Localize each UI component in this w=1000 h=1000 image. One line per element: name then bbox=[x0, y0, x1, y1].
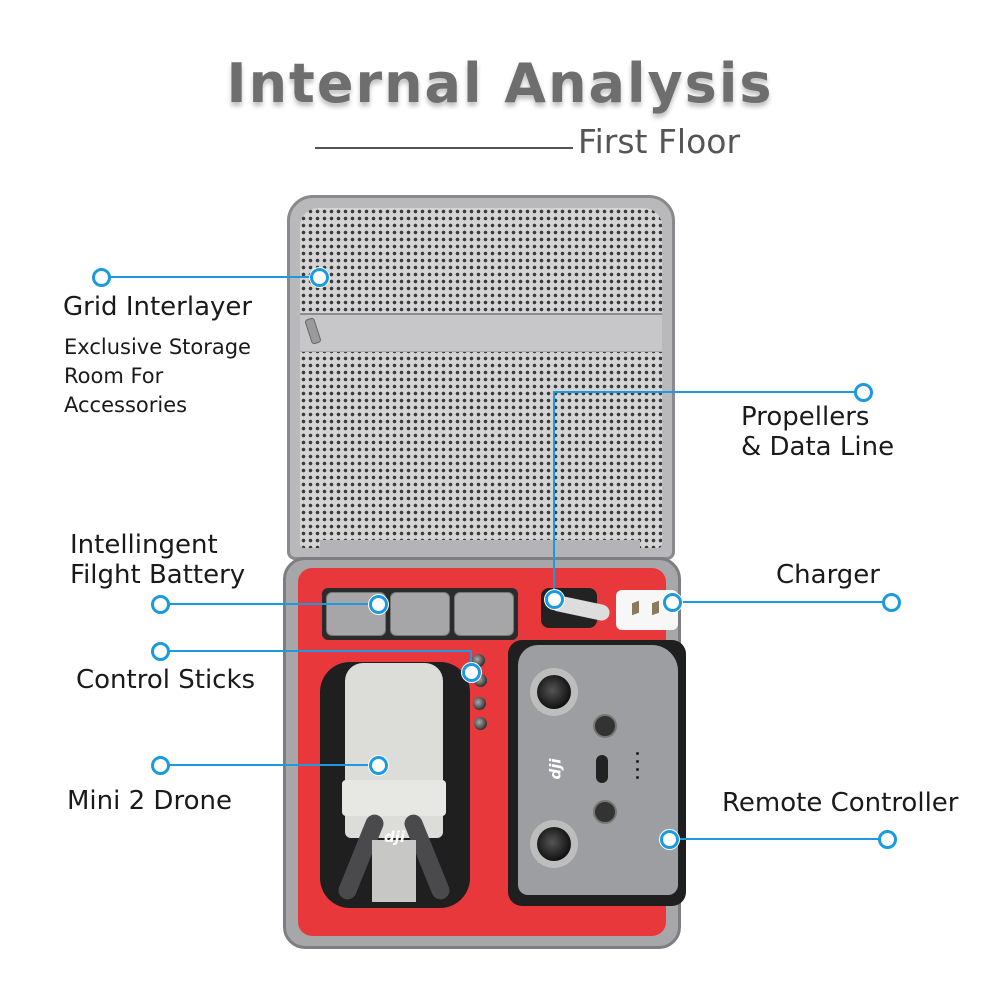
charger-prong bbox=[632, 600, 639, 616]
label-battery: Intellingent Filght Battery bbox=[70, 530, 245, 590]
label-line: Propellers bbox=[741, 402, 870, 432]
label-line: Filght Battery bbox=[70, 560, 246, 590]
page-subtitle: First Floor bbox=[578, 122, 741, 161]
label-line: & Data Line bbox=[741, 432, 895, 462]
callout-end-dot-icon bbox=[310, 268, 329, 287]
callout-line bbox=[668, 838, 886, 840]
remote-button-icon bbox=[593, 800, 617, 824]
drone-logo: dji bbox=[384, 828, 406, 846]
case-hinge bbox=[320, 540, 640, 558]
label-line: Intellingent bbox=[70, 530, 218, 560]
callout-end-dot-icon bbox=[462, 663, 481, 682]
callout-start-dot-icon bbox=[878, 830, 897, 849]
label-control-sticks: Control Sticks bbox=[76, 665, 256, 695]
remote-led bbox=[636, 776, 639, 779]
callout-start-dot-icon bbox=[151, 642, 170, 661]
label-charger: Charger bbox=[776, 560, 880, 590]
callout-line bbox=[553, 391, 555, 598]
remote-button-icon bbox=[593, 714, 617, 738]
callout-line bbox=[160, 603, 378, 605]
remote-switch-icon bbox=[596, 755, 608, 783]
remote-stick-icon bbox=[537, 675, 571, 709]
callout-line bbox=[670, 601, 890, 603]
callout-start-dot-icon bbox=[854, 383, 873, 402]
desc-grid-interlayer: Exclusive Storage Room For Accessories bbox=[64, 333, 251, 420]
zipper-band bbox=[300, 313, 662, 352]
subtitle-rule bbox=[315, 147, 573, 149]
remote-led bbox=[636, 768, 639, 771]
page-title: Internal Analysis bbox=[226, 52, 774, 115]
callout-end-dot-icon bbox=[545, 590, 564, 609]
label-remote: Remote Controller bbox=[722, 788, 959, 818]
remote-led bbox=[636, 752, 639, 755]
drone-tail bbox=[372, 840, 416, 902]
callout-start-dot-icon bbox=[92, 268, 111, 287]
battery-icon bbox=[390, 592, 450, 636]
callout-end-dot-icon bbox=[660, 830, 679, 849]
battery-icon bbox=[454, 592, 514, 636]
remote-led bbox=[636, 760, 639, 763]
mesh-pocket bbox=[300, 208, 662, 548]
charger-prong bbox=[652, 600, 659, 616]
desc-line: Exclusive Storage bbox=[64, 335, 251, 359]
callout-line bbox=[106, 276, 318, 278]
label-drone: Mini 2 Drone bbox=[67, 786, 232, 816]
remote-logo: dji bbox=[546, 758, 565, 780]
callout-line bbox=[470, 650, 472, 670]
desc-line: Room For bbox=[64, 364, 164, 388]
callout-start-dot-icon bbox=[151, 756, 170, 775]
label-propellers: Propellers & Data Line bbox=[741, 402, 894, 462]
callout-end-dot-icon bbox=[369, 595, 388, 614]
callout-line bbox=[553, 391, 863, 393]
drone-guard bbox=[342, 780, 446, 816]
remote-stick-icon bbox=[537, 827, 571, 861]
control-stick-icon bbox=[473, 697, 486, 710]
label-grid-interlayer: Grid Interlayer bbox=[63, 292, 253, 322]
callout-line bbox=[160, 650, 471, 652]
callout-end-dot-icon bbox=[369, 756, 388, 775]
callout-end-dot-icon bbox=[663, 593, 682, 612]
control-stick-icon bbox=[474, 717, 487, 730]
callout-start-dot-icon bbox=[151, 595, 170, 614]
desc-line: Accessories bbox=[64, 393, 188, 417]
callout-start-dot-icon bbox=[882, 593, 901, 612]
callout-line bbox=[160, 764, 378, 766]
